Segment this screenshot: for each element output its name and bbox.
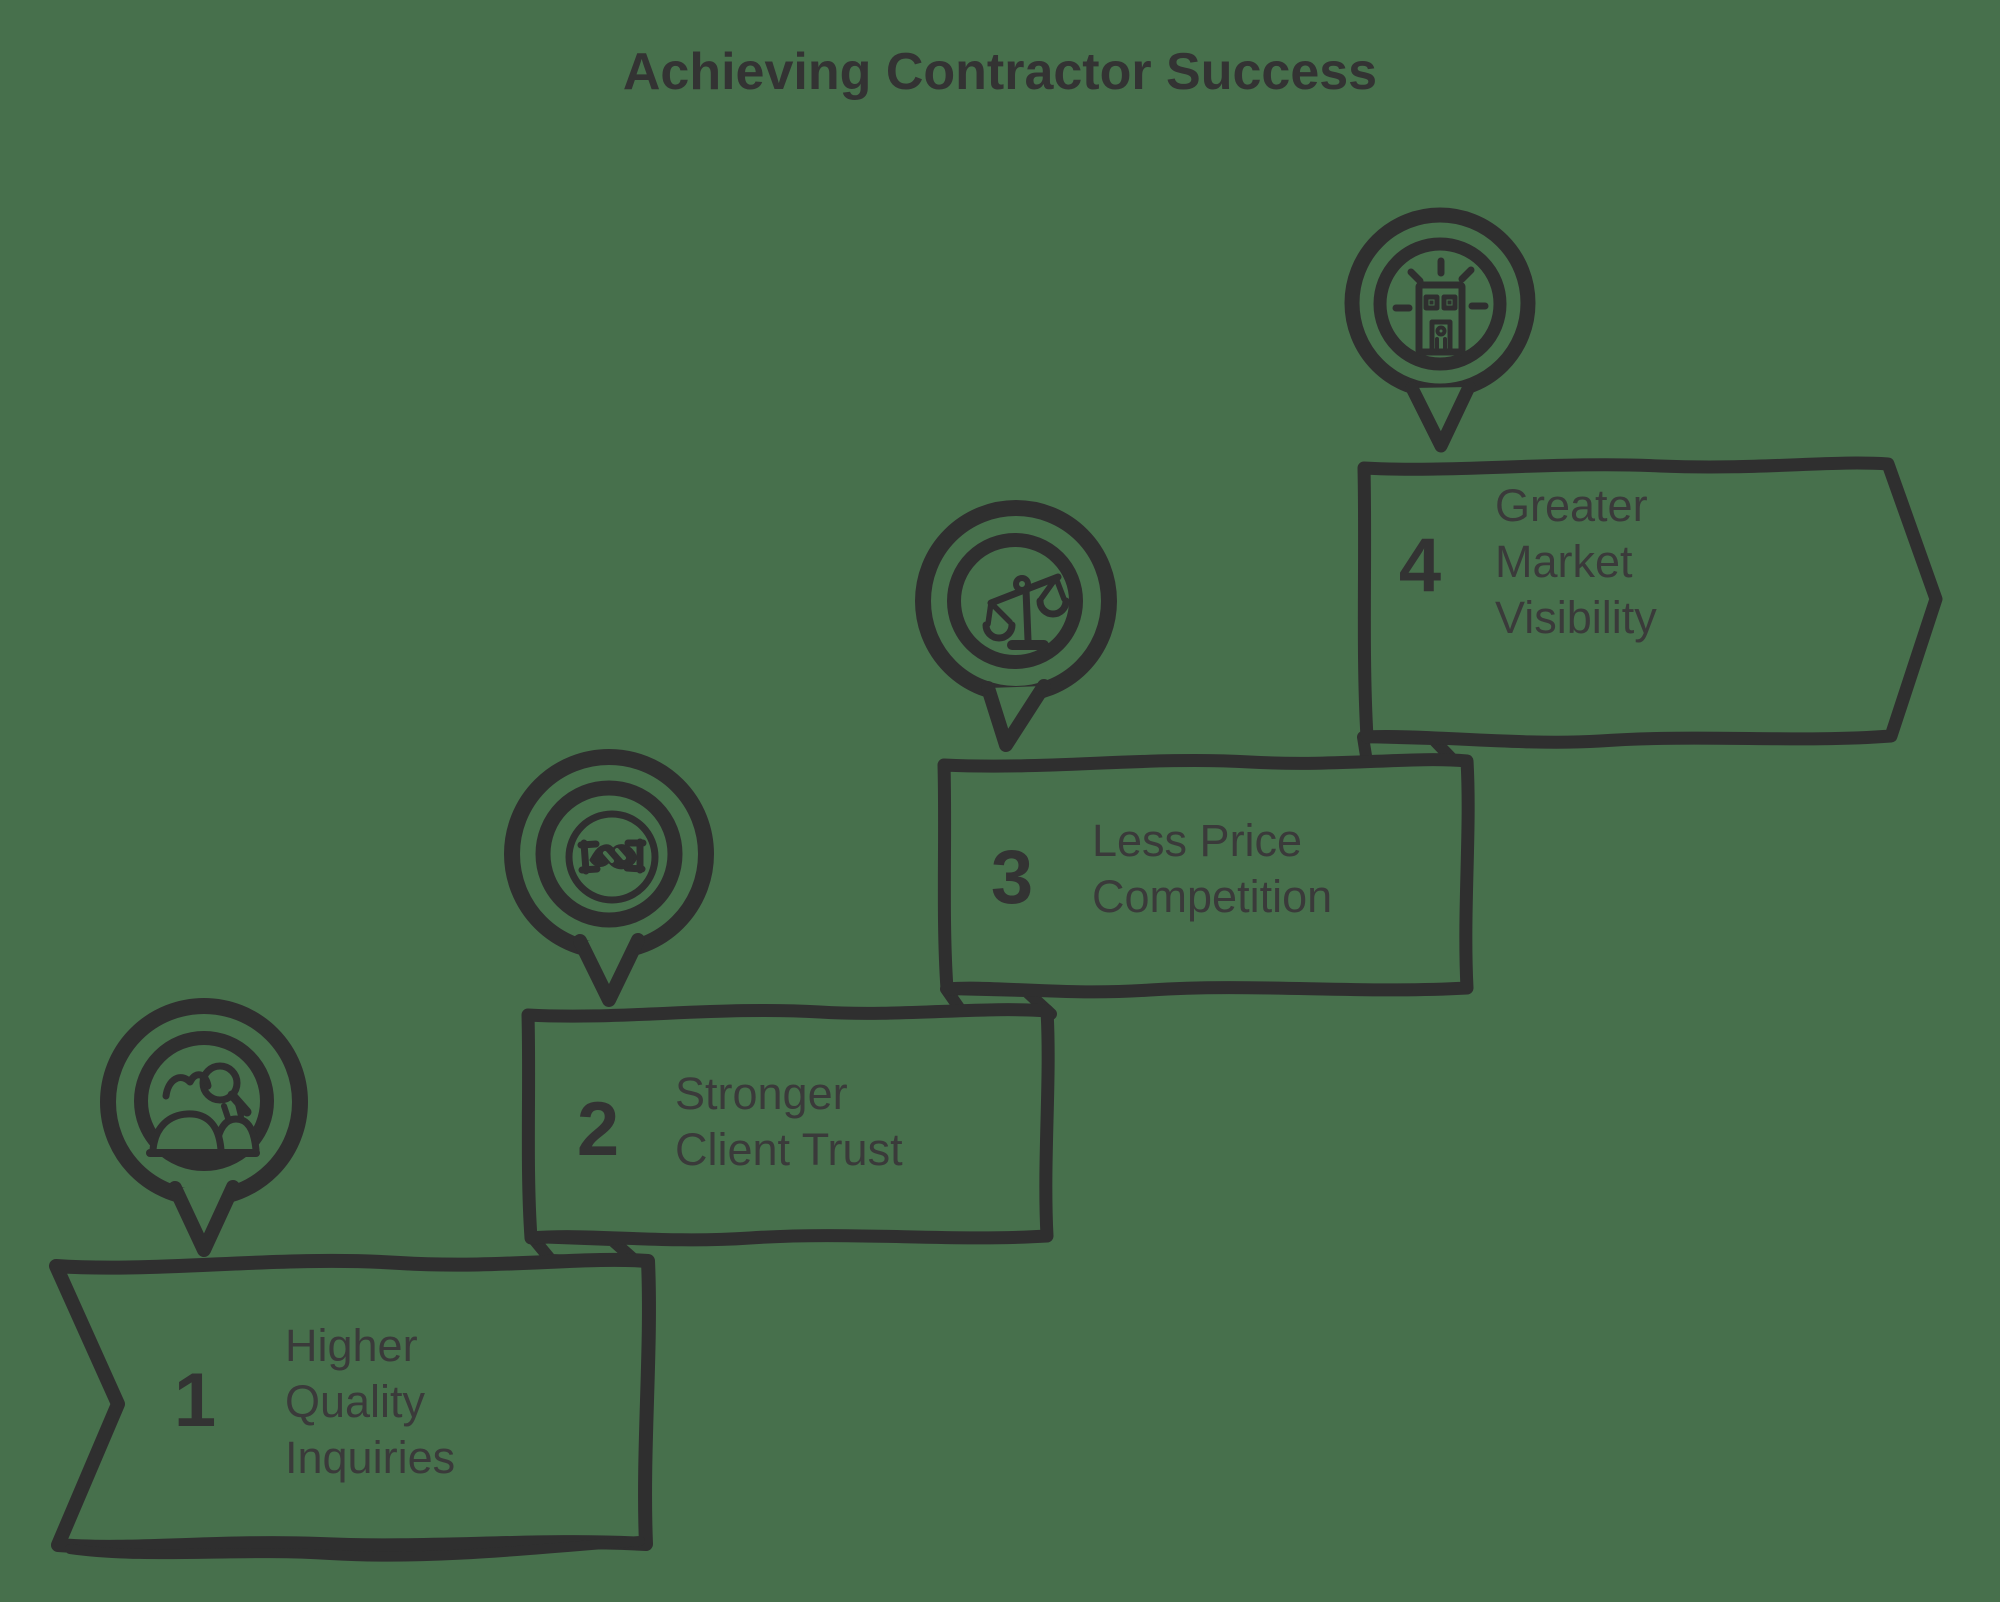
step-3-pin xyxy=(915,500,1117,752)
pin-inner-ring xyxy=(1373,237,1507,371)
step-3-box xyxy=(937,753,1475,999)
pin-inner-ring xyxy=(947,533,1083,669)
page-title: Achieving Contractor Success xyxy=(622,43,1378,101)
step-2-box xyxy=(521,1003,1055,1247)
pin-tail xyxy=(1405,380,1476,453)
step-1-number: 1 xyxy=(173,1358,217,1443)
pin-tail xyxy=(981,679,1051,752)
step-4-box xyxy=(1357,456,1943,749)
people-search-icon xyxy=(146,1062,260,1157)
step-2-label-line-1: Stronger xyxy=(675,1068,848,1119)
building-visibility-icon xyxy=(1392,257,1489,356)
pin-tail xyxy=(573,933,645,1007)
step-2-label-line-2: Client Trust xyxy=(675,1124,903,1175)
step-2-pin xyxy=(504,749,714,1007)
step-4-label-line-3: Visibility xyxy=(1495,592,1657,643)
step-1-box xyxy=(49,1252,656,1554)
step-3-number: 3 xyxy=(990,835,1034,920)
step-4-label-line-2: Market xyxy=(1495,536,1633,587)
step-3-label-line-1: Less Price xyxy=(1092,815,1303,866)
step-1-label-line-3: Inquiries xyxy=(285,1432,456,1483)
step-3-label-line-2: Competition xyxy=(1092,871,1333,922)
step-1-pin xyxy=(100,998,308,1257)
pin-tail xyxy=(168,1180,240,1257)
pin-inner-ring xyxy=(134,1031,274,1171)
pin-inner-ring xyxy=(535,780,683,928)
scales-icon xyxy=(982,573,1070,650)
step-1-label-line-1: Higher xyxy=(285,1320,418,1371)
step-2-number: 2 xyxy=(576,1087,620,1172)
step-1-label-line-2: Quality xyxy=(285,1376,426,1427)
step-4-number: 4 xyxy=(1398,523,1442,608)
handshake-icon xyxy=(565,810,659,904)
step-4-label-line-1: Greater xyxy=(1495,480,1648,531)
step-4-pin xyxy=(1344,207,1536,453)
step-1-box-sketch-retrace xyxy=(65,1536,645,1562)
